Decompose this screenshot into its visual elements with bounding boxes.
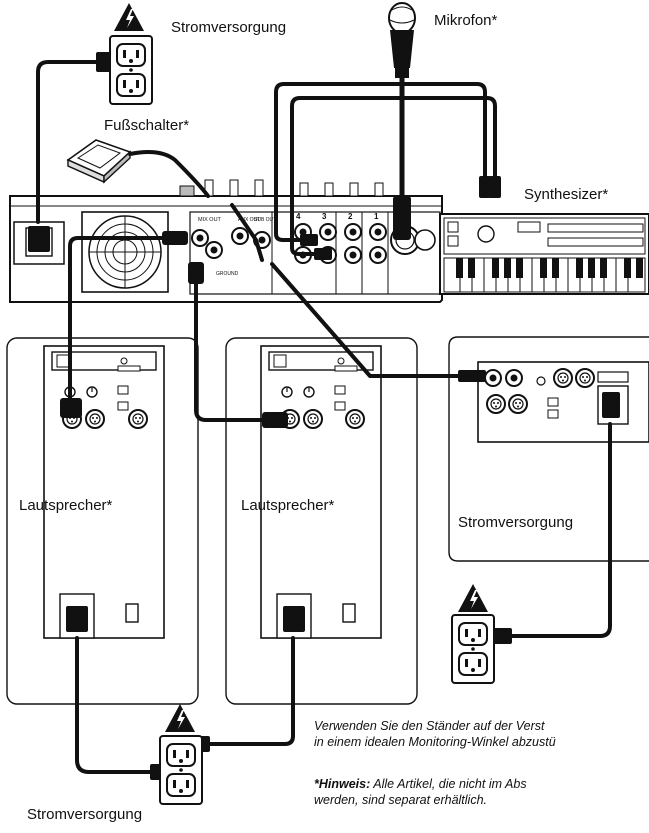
hint-note-line1: *Hinweis: Alle Artikel, die nicht im Abs	[314, 776, 649, 792]
high-voltage-warning-icon	[165, 704, 195, 732]
hint-text: Alle Artikel, die nicht im Abs	[370, 777, 527, 791]
mix-out-label: MIX OUT	[198, 217, 222, 223]
hint-label: *Hinweis:	[314, 777, 371, 791]
stand-note-line2: in einem idealen Monitoring-Winkel abzus…	[314, 735, 556, 749]
outlet-top	[109, 3, 153, 105]
channel-2-label: 2	[348, 212, 353, 221]
hint-note-line2: werden, sind separat erhältlich.	[314, 793, 488, 807]
power-label-bottom: Stromversorgung	[27, 806, 143, 823]
speaker-left-label: Lautsprecher*	[19, 497, 113, 514]
channel-3-label: 3	[322, 212, 327, 221]
footswitch-label: Fußschalter*	[104, 117, 190, 134]
synthesizer-label: Synthesizer*	[524, 186, 609, 203]
aux-out-label: AUX OUT	[238, 217, 260, 223]
mixer: MIX OUT AUX OUT SUB OUT 4 3 2 1 GROUND	[9, 179, 443, 303]
speaker-middle	[225, 337, 418, 705]
sub-out-label: SUB OUT	[254, 217, 276, 223]
power-label-top: Stromversorgung	[171, 19, 287, 36]
microphone-label: Mikrofon*	[434, 12, 498, 29]
stand-note-line1: Verwenden Sie den Ständer auf der Verst	[314, 719, 545, 733]
fan-grille	[81, 211, 169, 293]
subwoofer-right	[448, 336, 649, 562]
synthesizer-keyboard	[439, 213, 649, 295]
ground-label: GROUND	[216, 271, 239, 277]
footswitch	[66, 139, 132, 184]
high-voltage-warning-icon	[114, 3, 144, 31]
channel-1-label: 1	[374, 212, 379, 221]
power-label-right: Stromversorgung	[458, 514, 574, 531]
high-voltage-warning-icon	[458, 584, 488, 612]
channel-4-label: 4	[296, 212, 301, 221]
cable-plugs	[28, 52, 620, 780]
speaker-middle-label: Lautsprecher*	[241, 497, 335, 514]
outlet-right	[451, 584, 495, 684]
cables	[36, 60, 612, 774]
speaker-left	[6, 337, 199, 705]
outlet-bottom	[159, 704, 203, 805]
